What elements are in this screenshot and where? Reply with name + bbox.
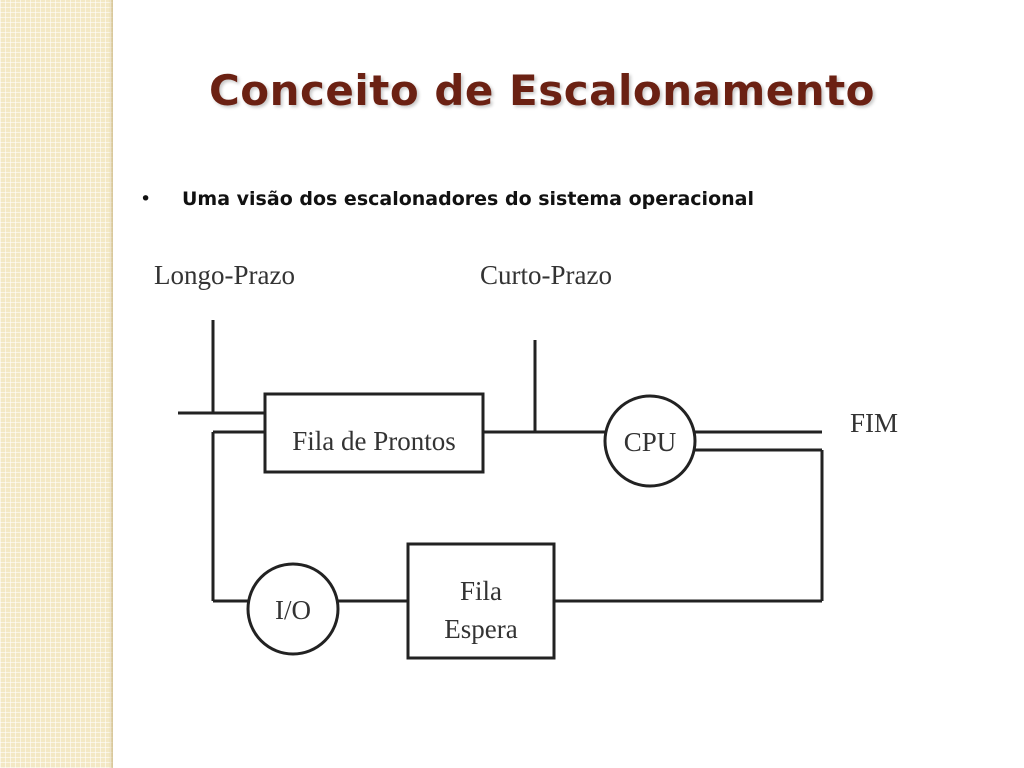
bullet-text: Uma visão dos escalonadores do sistema o… [182,188,754,210]
wait-queue-label-line1: Fila [460,576,502,606]
bullet-item: • Uma visão dos escalonadores do sistema … [140,188,754,210]
wait-queue-box [406,542,556,660]
bullet-marker: • [140,188,152,210]
diagram-lines [178,320,824,603]
cpu-label: CPU [624,427,677,457]
short-term-label: Curto-Prazo [480,260,612,290]
diagram-shapes [246,392,697,660]
ready-queue-box [263,392,485,474]
io-circle [246,562,340,656]
io-label: I/O [275,595,311,625]
ready-queue-label: Fila de Prontos [292,426,456,456]
slide-title: Conceito de Escalonamento [208,66,876,115]
decorative-side-strip [0,0,113,768]
end-label: FIM [850,408,898,438]
wait-queue-label-line2: Espera [444,614,517,644]
cpu-circle [603,394,697,488]
long-term-label: Longo-Prazo [154,260,295,290]
